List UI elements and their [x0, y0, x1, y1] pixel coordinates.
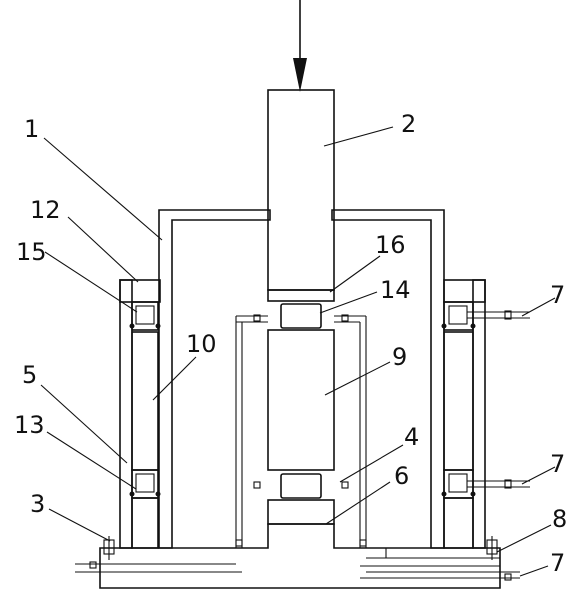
label-3: 3: [30, 490, 45, 518]
label-7-bottom: 7: [550, 549, 565, 577]
base-plate: [75, 523, 520, 589]
top-cap: [267, 289, 335, 302]
label-7-top: 7: [550, 281, 565, 309]
label-16: 16: [375, 231, 406, 259]
label-10: 10: [186, 330, 217, 358]
right-bolt: [486, 536, 498, 560]
leader-lines: [40, 126, 556, 577]
label-14: 14: [380, 276, 411, 304]
label-2: 2: [401, 110, 416, 138]
label-4: 4: [404, 423, 419, 451]
load-arrow: [293, 0, 307, 92]
right-jacket: [441, 279, 530, 549]
label-13: 13: [14, 411, 45, 439]
inner-cell: [235, 314, 367, 548]
lower-porous-stone: [280, 473, 322, 499]
label-15: 15: [16, 238, 47, 266]
base-pedestal: [267, 499, 335, 525]
label-1: 1: [24, 115, 39, 143]
label-12: 12: [30, 196, 61, 224]
label-7-mid: 7: [550, 450, 565, 478]
left-jacket: [119, 279, 161, 549]
loading-piston: [267, 89, 335, 291]
part-labels: 1 2 12 15 16 14 7 10 9 5 13 4 7 6 3 8 7: [14, 110, 567, 577]
upper-porous-stone: [280, 303, 322, 329]
label-5: 5: [22, 361, 37, 389]
soil-sample: [267, 329, 335, 471]
label-8: 8: [552, 505, 567, 533]
label-6: 6: [394, 462, 409, 490]
label-9: 9: [392, 343, 407, 371]
